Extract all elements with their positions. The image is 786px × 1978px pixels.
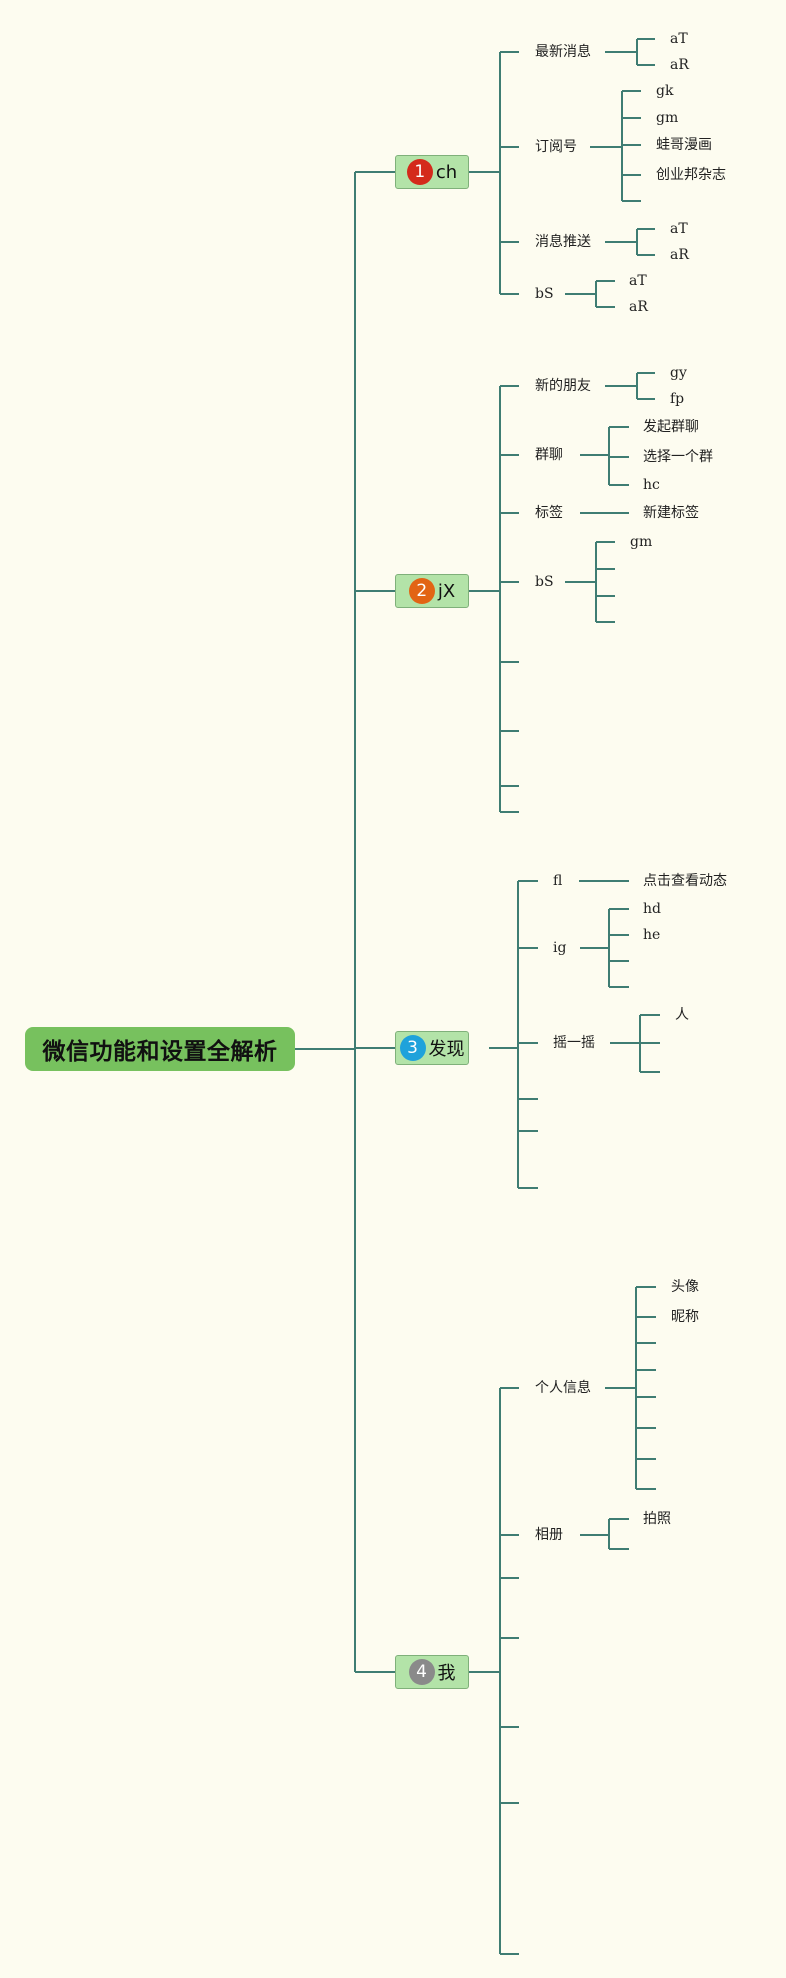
number-badge: 1 [406,159,433,185]
leaf-label[interactable]: 创业邦杂志 [656,167,726,183]
leaf-label[interactable]: 蛙哥漫画 [656,137,712,153]
leaf-label[interactable]: gk [656,83,674,99]
branch-topic-3[interactable]: 3 发现 [395,1031,469,1065]
leaf-label[interactable]: 人 [675,1007,689,1023]
leaf-label[interactable]: gm [630,534,653,550]
root-topic-label: 微信功能和设置全解析 [42,1039,278,1065]
leaf-label[interactable]: aR [629,299,648,315]
leaf-label[interactable]: aR [670,247,689,263]
leaf-label[interactable]: aT [629,273,647,289]
subtopic-label[interactable]: 个人信息 [535,1380,591,1396]
leaf-label[interactable]: 头像 [671,1279,699,1295]
subtopic-label[interactable]: ig [553,940,567,956]
number-badge: 4 [408,1659,435,1685]
leaf-label[interactable]: he [643,927,661,943]
leaf-label[interactable]: aR [670,57,689,73]
leaf-label[interactable]: fp [670,391,685,407]
leaf-label[interactable]: gy [670,365,687,381]
branch-topic-2[interactable]: 2 jX [395,574,469,608]
branch-label: jX [437,580,456,602]
leaf-label[interactable]: aT [670,31,688,47]
number-badge: 2 [408,578,435,604]
branch-topic-4[interactable]: 4 我 [395,1655,469,1689]
subtopic-label[interactable]: fl [553,873,563,889]
branch-label: 我 [437,1663,456,1684]
subtopic-label[interactable]: 标签 [535,505,563,521]
leaf-label[interactable]: 昵称 [671,1309,699,1325]
subtopic-label[interactable]: 最新消息 [535,44,591,60]
subtopic-label[interactable]: bS [535,286,554,302]
leaf-label[interactable]: 选择一个群 [643,449,713,465]
leaf-label[interactable]: 点击查看动态 [643,873,727,889]
root-topic[interactable]: 微信功能和设置全解析 [25,1027,295,1071]
leaf-label[interactable]: 发起群聊 [643,419,699,435]
subtopic-label[interactable]: 群聊 [535,447,563,463]
leaf-label[interactable]: aT [670,221,688,237]
subtopic-label[interactable]: 新的朋友 [535,378,591,394]
subtopic-label[interactable]: bS [535,574,554,590]
subtopic-label[interactable]: 摇一摇 [553,1035,595,1051]
subtopic-label[interactable]: 订阅号 [535,139,577,155]
leaf-label[interactable]: gm [656,110,679,126]
number-badge: 3 [399,1035,426,1061]
subtopic-label[interactable]: 消息推送 [535,234,591,250]
branch-label: 发现 [428,1039,465,1060]
subtopic-label[interactable]: 相册 [535,1527,563,1543]
leaf-label[interactable]: hc [643,477,660,493]
branch-label: ch [435,161,458,183]
leaf-label[interactable]: 拍照 [643,1511,671,1527]
leaf-label[interactable]: hd [643,901,661,917]
leaf-label[interactable]: 新建标签 [643,505,699,521]
branch-topic-1[interactable]: 1 ch [395,155,469,189]
